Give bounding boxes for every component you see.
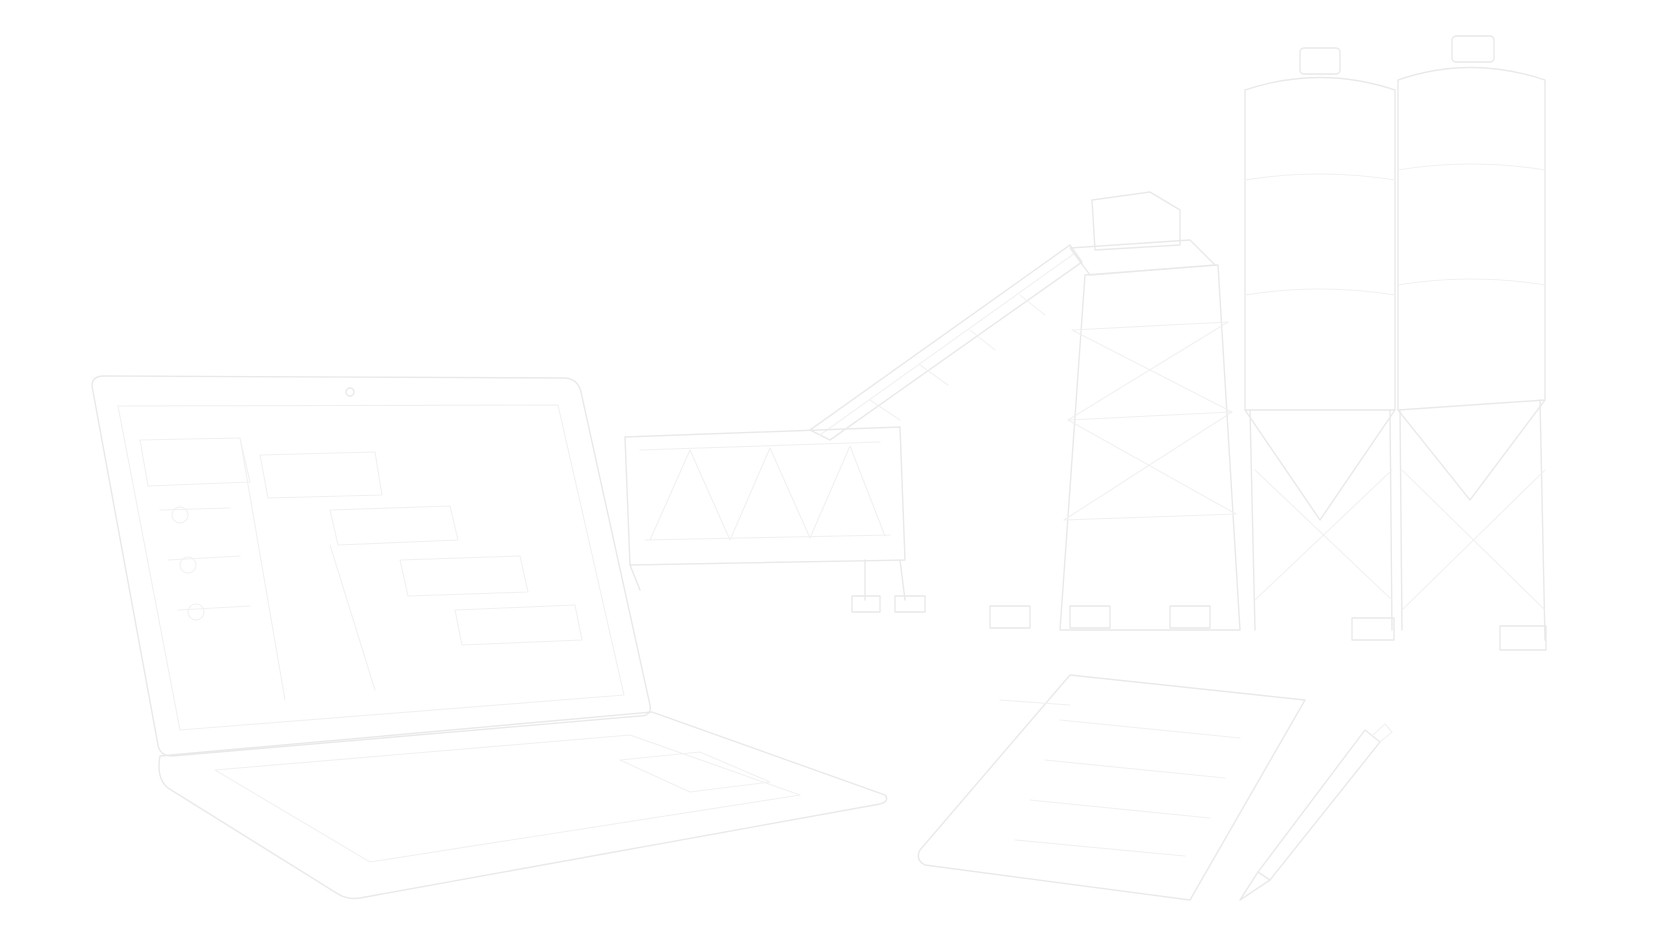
hopper-foot bbox=[851, 595, 881, 613]
pen-illustration bbox=[1239, 723, 1393, 901]
clipboard-illustration bbox=[917, 674, 1306, 901]
tower-foot bbox=[1169, 605, 1211, 629]
laptop-screen bbox=[117, 404, 625, 731]
laptop-keyboard bbox=[214, 734, 801, 863]
clipboard-board bbox=[917, 674, 1306, 901]
conveyor-belt bbox=[809, 244, 1083, 441]
mixing-tower bbox=[1059, 264, 1241, 631]
aggregate-hopper bbox=[624, 426, 906, 566]
laptop-camera-icon bbox=[345, 387, 355, 397]
laptop-illustration bbox=[91, 375, 888, 900]
laptop-trackpad bbox=[619, 751, 771, 793]
batching-plant-illustration bbox=[624, 35, 1547, 651]
pen-body bbox=[1257, 729, 1381, 881]
cement-silo bbox=[1244, 47, 1396, 641]
tower-foot bbox=[1069, 605, 1111, 629]
cement-silo bbox=[1397, 35, 1547, 651]
laptop-lid bbox=[91, 375, 651, 757]
mixer-housing bbox=[1091, 191, 1181, 251]
tower-foot bbox=[989, 605, 1031, 629]
screen-wireframe bbox=[139, 437, 583, 701]
laptop-base bbox=[158, 711, 888, 900]
hopper-foot bbox=[894, 595, 926, 613]
